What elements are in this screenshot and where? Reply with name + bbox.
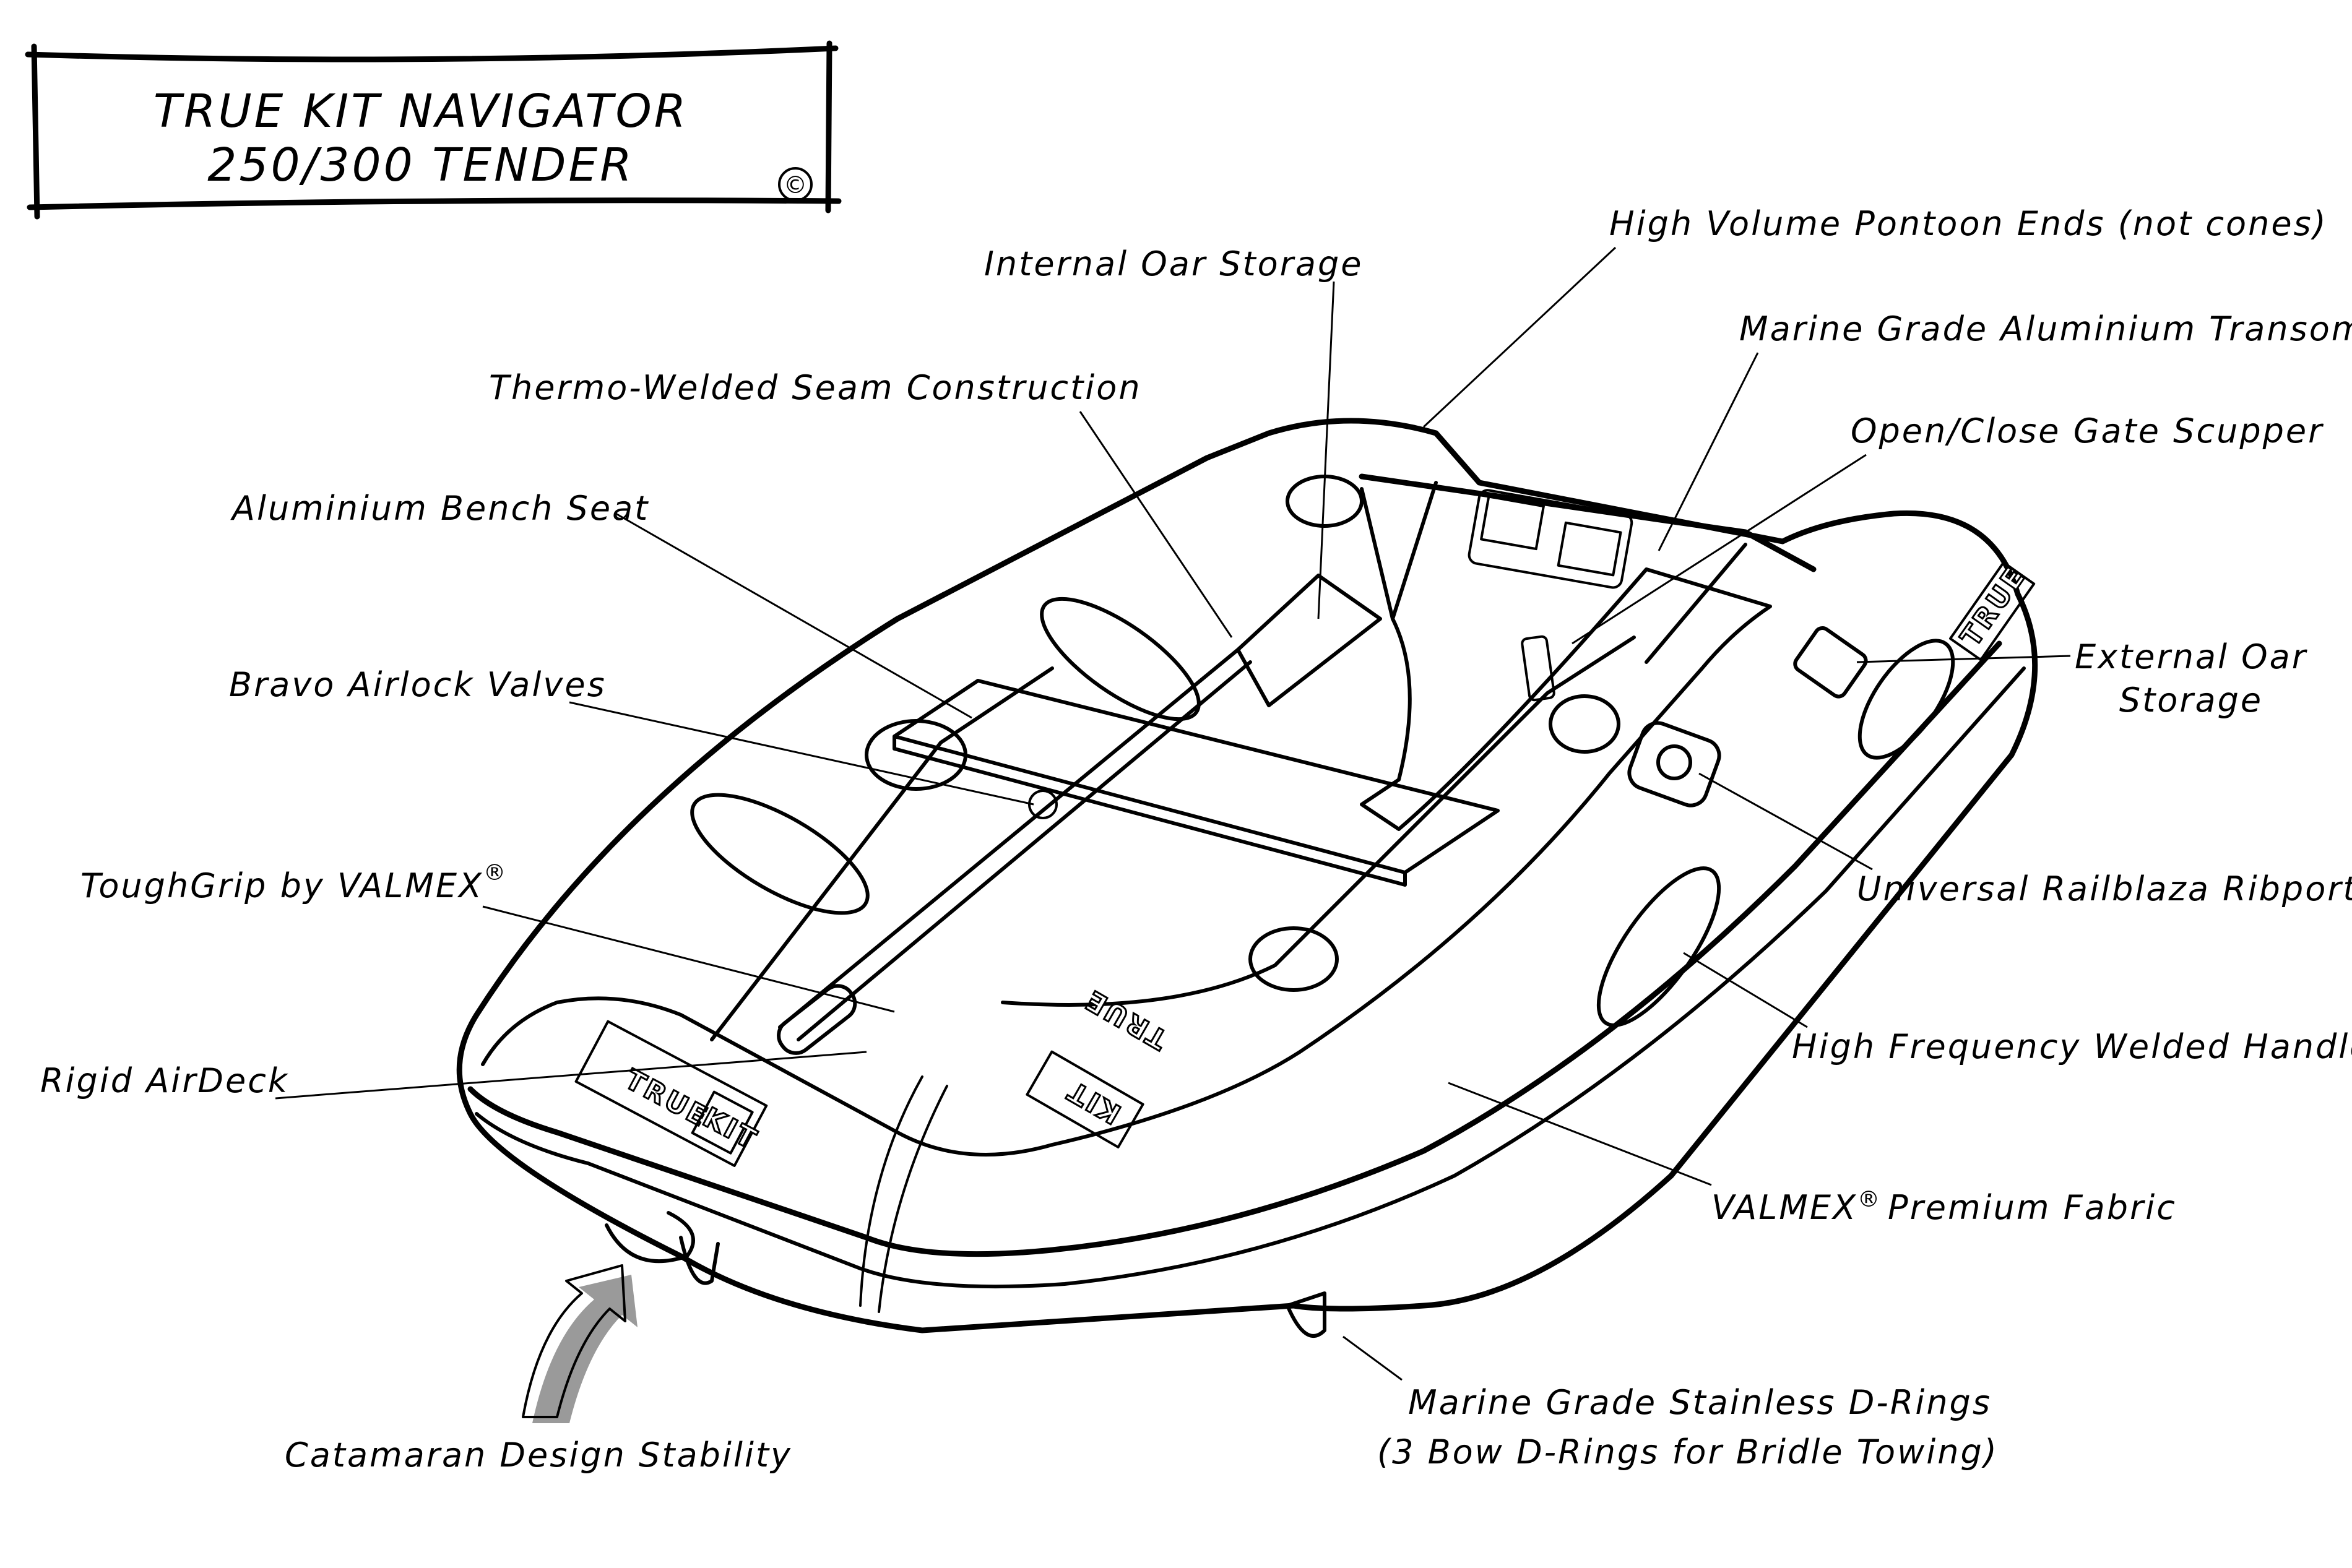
rubbing-strake — [467, 640, 2002, 1257]
oar-grip — [777, 984, 857, 1055]
label-bench-seat: Aluminium Bench Seat — [230, 489, 649, 528]
leader-bench-seat — [615, 512, 972, 719]
tube-inner-edge — [481, 481, 1772, 1157]
title-box-top-border — [25, 45, 839, 62]
label-toughgrip: ToughGrip by VALMEX® — [80, 860, 508, 905]
label-valmex-brand: VALMEX — [1711, 1188, 1857, 1227]
leader-internal-oar-storage — [1317, 281, 1335, 619]
label-rigid-airdeck: Rigid AirDeck — [40, 1061, 289, 1100]
leader-lines — [275, 246, 2071, 1381]
boat-illustration: TRUE KIT TRUE KIT TRUE — [456, 418, 2038, 1423]
d-ring — [1549, 694, 1620, 754]
d-ring — [605, 1211, 695, 1264]
handle — [865, 719, 967, 791]
internal-oar — [778, 574, 1382, 1041]
title-box-bottom-border — [27, 197, 842, 210]
gate-scupper-lever — [1521, 635, 1555, 702]
leader-ribports — [1698, 772, 1873, 871]
copyright-icon — [778, 167, 813, 202]
floor-decal-true: TRUE — [1079, 983, 1173, 1055]
registered-mark: ® — [483, 860, 508, 885]
d-rings — [605, 694, 1620, 1338]
leader-rigid-airdeck — [275, 1051, 867, 1100]
leader-transom — [1658, 352, 1759, 551]
label-valmex-rest: Premium Fabric — [1888, 1188, 2177, 1227]
title-box-right-border — [825, 40, 832, 213]
label-ribports: Universal Railblaza Ribports — [1857, 869, 2352, 908]
callout-labels: Internal Oar Storage High Volume Pontoon… — [40, 204, 2352, 1475]
bow-seam-2 — [878, 1085, 948, 1313]
handle — [690, 793, 870, 915]
title-box-left-border — [31, 43, 40, 220]
title-line-2: 250/300 TENDER — [207, 139, 634, 192]
bow-decal-kit: KIT — [698, 1101, 763, 1156]
scupper-window-right — [1557, 521, 1622, 577]
airlock-valve — [1028, 790, 1058, 819]
bow-decal-true: TRUE — [620, 1064, 714, 1134]
handle — [1596, 866, 1721, 1027]
rubbing-strake-lower — [475, 666, 2026, 1289]
leader-thermo-welded-seam — [1079, 411, 1233, 638]
handles — [690, 475, 1955, 1027]
leader-airlock-valves — [569, 701, 1034, 806]
transom-top — [1359, 473, 1817, 572]
label-airlock-valves: Bravo Airlock Valves — [229, 665, 607, 704]
title-box: TRUE KIT NAVIGATOR 250/300 TENDER © — [25, 40, 842, 220]
registered-mark: ® — [1857, 1187, 1882, 1212]
catamaran-arrow — [522, 1264, 626, 1418]
leader-welded-handles — [1683, 952, 1808, 1028]
floor-decal-kit: KIT — [1061, 1074, 1126, 1129]
bow-decal-frame — [574, 1020, 768, 1167]
railblaza-ribport — [1627, 721, 1721, 808]
label-transom: Marine Grade Aluminium Transom — [1739, 309, 2352, 348]
transom-scupper-plate — [1468, 489, 1633, 589]
deck-edge — [710, 635, 1636, 1041]
label-external-oar-storage-line-2: Storage — [2119, 681, 2263, 720]
catamaran-arrow-shadow — [532, 1275, 638, 1423]
bow-seam — [859, 1075, 923, 1307]
leader-pontoon-ends — [1422, 246, 1617, 428]
transom-panel — [1360, 487, 1747, 664]
leader-gate-scupper — [1572, 454, 1867, 645]
handle — [1857, 639, 1955, 760]
leader-toughgrip — [482, 905, 895, 1013]
label-valmex-fabric: VALMEX®Premium Fabric — [1711, 1187, 2177, 1227]
label-external-oar-storage-line-1: External Oar — [2075, 637, 2307, 676]
d-ring — [1248, 926, 1339, 992]
label-internal-oar-storage: Internal Oar Storage — [984, 244, 1363, 283]
leader-external-oar-storage — [1856, 655, 2071, 663]
leader-valmex-fabric — [1448, 1082, 1712, 1186]
d-ring — [1286, 1291, 1326, 1338]
label-d-rings-line-1: Marine Grade Stainless D-Rings — [1408, 1383, 1992, 1422]
label-d-rings-line-2: (3 Bow D-Rings for Bridle Towing) — [1377, 1432, 1999, 1471]
bow-decal-kit-box — [691, 1090, 754, 1155]
label-thermo-welded-seam: Thermo-Welded Seam Construction — [489, 368, 1142, 407]
ribport-cap — [1656, 744, 1692, 780]
leader-d-rings — [1342, 1335, 1403, 1381]
external-oar-clip — [1793, 626, 1868, 699]
hull-outline — [456, 418, 2038, 1333]
scupper-window-left — [1480, 495, 1545, 551]
d-ring — [679, 1236, 720, 1285]
label-catamaran-stability: Catamaran Design Stability — [285, 1436, 792, 1475]
handle — [1040, 597, 1201, 722]
label-toughgrip-text: ToughGrip by VALMEX — [80, 866, 483, 905]
label-welded-handles: High Frequency Welded Handles — [1792, 1027, 2352, 1066]
title-line-1: TRUE KIT NAVIGATOR — [153, 85, 688, 138]
bench-seat — [893, 679, 1500, 887]
copyright-mark: © — [784, 171, 807, 199]
label-pontoon-ends: High Volume Pontoon Ends (not cones) — [1609, 204, 2328, 243]
floor-decal-kit-box — [1026, 1050, 1144, 1148]
side-decal-frame — [1949, 561, 2036, 661]
label-gate-scupper: Open/Close Gate Scupper — [1851, 411, 2324, 450]
